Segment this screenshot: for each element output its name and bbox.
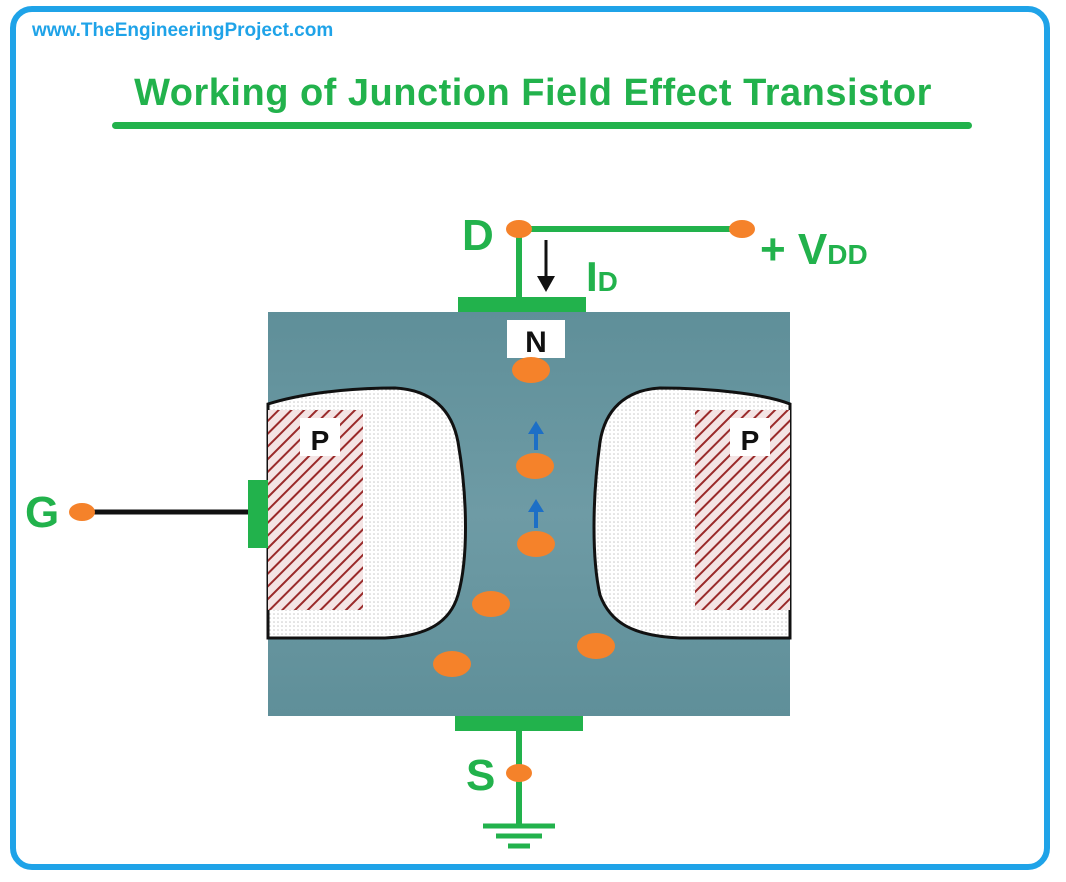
p-label-box-left xyxy=(300,418,340,456)
page-title: Working of Junction Field Effect Transis… xyxy=(134,72,932,114)
electron-flow-arrow-lower xyxy=(528,499,544,528)
source-contact xyxy=(455,716,583,731)
electron xyxy=(512,357,550,383)
electron xyxy=(433,651,471,677)
electron-flow-arrow-upper xyxy=(528,421,544,450)
frame-border xyxy=(10,6,1050,870)
title-underline xyxy=(112,122,972,129)
p-region-label-left: P xyxy=(311,425,330,456)
drain-current-arrow-head xyxy=(537,276,555,292)
site-url: www.TheEngineeringProject.com xyxy=(32,20,334,41)
electron xyxy=(577,633,615,659)
ground-icon xyxy=(483,823,555,849)
drain-terminal-dot xyxy=(506,220,532,238)
drain-label: D xyxy=(462,211,494,260)
gate-contact xyxy=(248,480,268,548)
drain-current-label: ID xyxy=(586,253,618,300)
electron xyxy=(517,531,555,557)
electron xyxy=(516,453,554,479)
p-region-label-right: P xyxy=(741,425,760,456)
p-label-box-right xyxy=(730,418,770,456)
gate-terminal-dot xyxy=(69,503,95,521)
vdd-terminal-dot xyxy=(729,220,755,238)
gate-label: G xyxy=(25,488,59,537)
n-label-box xyxy=(507,320,565,358)
source-terminal-dot xyxy=(506,764,532,782)
drain-contact xyxy=(458,297,586,312)
n-region-label: N xyxy=(525,326,547,359)
source-label: S xyxy=(466,751,495,800)
electron xyxy=(472,591,510,617)
vdd-label: + VDD xyxy=(760,225,868,274)
